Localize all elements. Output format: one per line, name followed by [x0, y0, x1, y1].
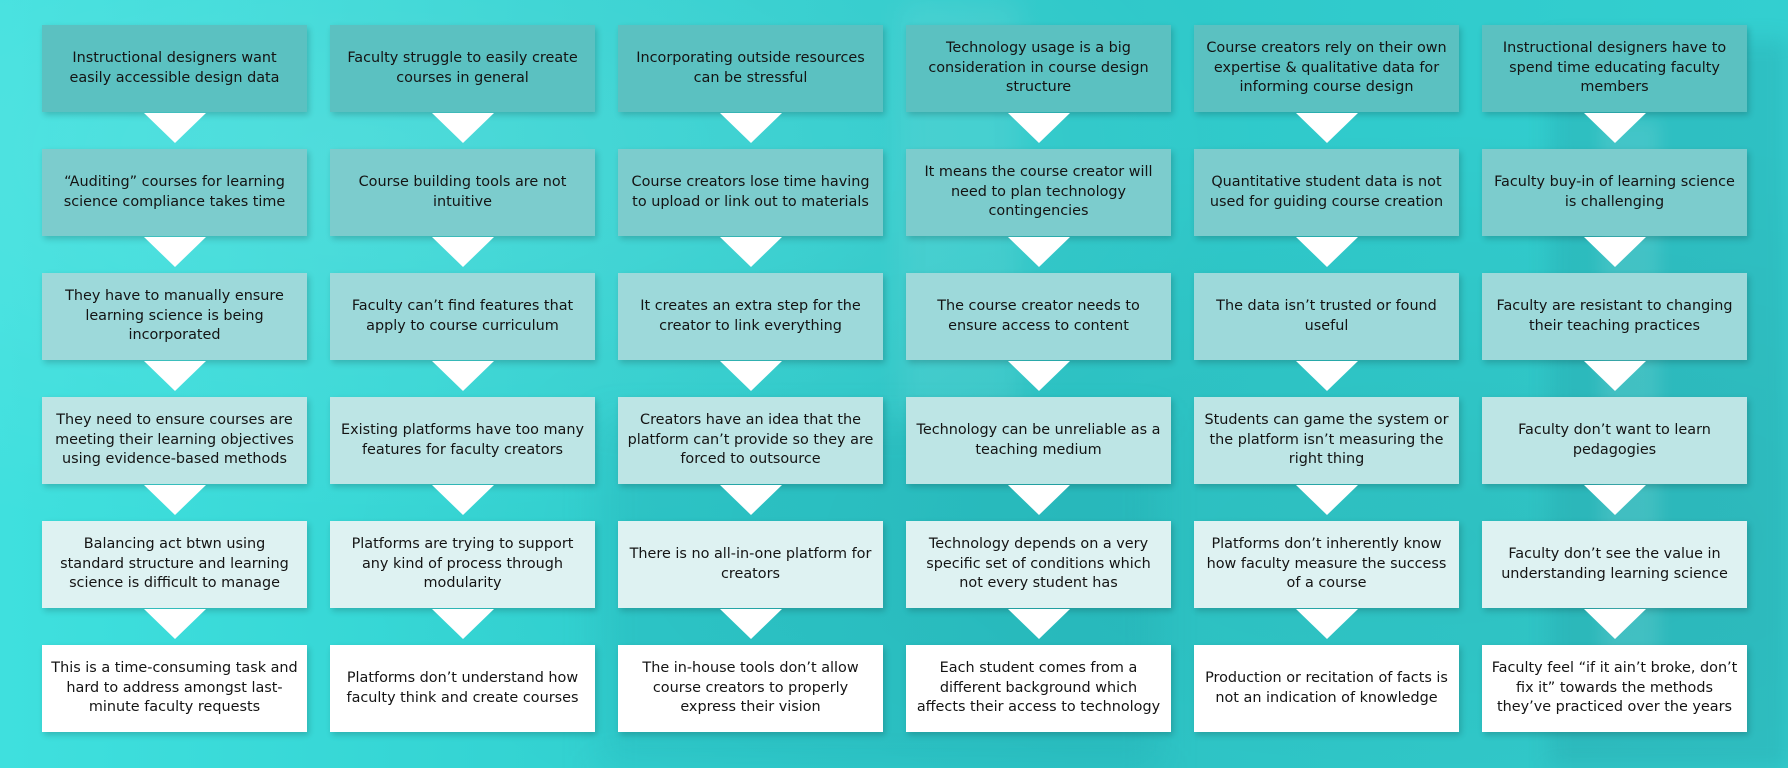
down-arrow-icon — [1007, 113, 1070, 143]
down-arrow-icon — [143, 361, 206, 391]
flow-card: Faculty feel “if it ain’t broke, don’t f… — [1482, 645, 1747, 732]
flow-column-2: Faculty struggle to easily create course… — [330, 25, 595, 732]
flow-card: Platforms don’t understand how faculty t… — [330, 645, 595, 732]
down-arrow-icon — [719, 609, 782, 639]
flow-card: Instructional designers want easily acce… — [42, 25, 307, 112]
down-arrow-icon — [1295, 237, 1358, 267]
down-arrow-icon — [1007, 237, 1070, 267]
down-arrow-icon — [1583, 237, 1646, 267]
flow-column-5: Course creators rely on their own expert… — [1194, 25, 1459, 732]
down-arrow-icon — [143, 237, 206, 267]
down-arrow-icon — [719, 237, 782, 267]
flow-card: Course building tools are not intuitive — [330, 149, 595, 236]
down-arrow-icon — [1007, 361, 1070, 391]
down-arrow-icon — [1295, 485, 1358, 515]
down-arrow-icon — [1583, 609, 1646, 639]
flow-card: Faculty don’t want to learn pedagogies — [1482, 397, 1747, 484]
down-arrow-icon — [1583, 361, 1646, 391]
down-arrow-icon — [431, 485, 494, 515]
flow-card: The data isn’t trusted or found useful — [1194, 273, 1459, 360]
flow-card: Production or recitation of facts is not… — [1194, 645, 1459, 732]
flow-card: Faculty struggle to easily create course… — [330, 25, 595, 112]
flow-card: Existing platforms have too many feature… — [330, 397, 595, 484]
flow-card: The in-house tools don’t allow course cr… — [618, 645, 883, 732]
flow-card: Platforms don’t inherently know how facu… — [1194, 521, 1459, 608]
flow-card: It creates an extra step for the creator… — [618, 273, 883, 360]
flow-card: Incorporating outside resources can be s… — [618, 25, 883, 112]
flow-card: Balancing act btwn using standard struct… — [42, 521, 307, 608]
flow-card: Faculty can’t find features that apply t… — [330, 273, 595, 360]
flow-card: Faculty buy-in of learning science is ch… — [1482, 149, 1747, 236]
down-arrow-icon — [1007, 609, 1070, 639]
down-arrow-icon — [431, 237, 494, 267]
flow-card: Technology depends on a very specific se… — [906, 521, 1171, 608]
flow-card: They have to manually ensure learning sc… — [42, 273, 307, 360]
flow-card: Technology can be unreliable as a teachi… — [906, 397, 1171, 484]
flow-card: Students can game the system or the plat… — [1194, 397, 1459, 484]
down-arrow-icon — [719, 113, 782, 143]
down-arrow-icon — [431, 113, 494, 143]
flow-card: Each student comes from a different back… — [906, 645, 1171, 732]
flow-card: There is no all-in-one platform for crea… — [618, 521, 883, 608]
down-arrow-icon — [719, 361, 782, 391]
down-arrow-icon — [431, 609, 494, 639]
flow-column-3: Incorporating outside resources can be s… — [618, 25, 883, 732]
flow-card: Creators have an idea that the platform … — [618, 397, 883, 484]
down-arrow-icon — [1583, 113, 1646, 143]
down-arrow-icon — [719, 485, 782, 515]
down-arrow-icon — [431, 361, 494, 391]
flow-card: Course creators rely on their own expert… — [1194, 25, 1459, 112]
down-arrow-icon — [1295, 361, 1358, 391]
flow-card: “Auditing” courses for learning science … — [42, 149, 307, 236]
down-arrow-icon — [1583, 485, 1646, 515]
flow-card: Instructional designers have to spend ti… — [1482, 25, 1747, 112]
flow-card: Quantitative student data is not used fo… — [1194, 149, 1459, 236]
down-arrow-icon — [143, 485, 206, 515]
down-arrow-icon — [143, 609, 206, 639]
flow-card: Faculty are resistant to changing their … — [1482, 273, 1747, 360]
flow-card: Course creators lose time having to uplo… — [618, 149, 883, 236]
flow-column-1: Instructional designers want easily acce… — [42, 25, 307, 732]
down-arrow-icon — [1295, 609, 1358, 639]
down-arrow-icon — [143, 113, 206, 143]
flow-card: It means the course creator will need to… — [906, 149, 1171, 236]
flow-grid: Instructional designers want easily acce… — [42, 25, 1747, 732]
flow-card: They need to ensure courses are meeting … — [42, 397, 307, 484]
flow-column-4: Technology usage is a big consideration … — [906, 25, 1171, 732]
flow-card: Faculty don’t see the value in understan… — [1482, 521, 1747, 608]
flow-card: The course creator needs to ensure acces… — [906, 273, 1171, 360]
down-arrow-icon — [1295, 113, 1358, 143]
flow-card: Technology usage is a big consideration … — [906, 25, 1171, 112]
flow-card: Platforms are trying to support any kind… — [330, 521, 595, 608]
down-arrow-icon — [1007, 485, 1070, 515]
flow-column-6: Instructional designers have to spend ti… — [1482, 25, 1747, 732]
flow-card: This is a time-consuming task and hard t… — [42, 645, 307, 732]
